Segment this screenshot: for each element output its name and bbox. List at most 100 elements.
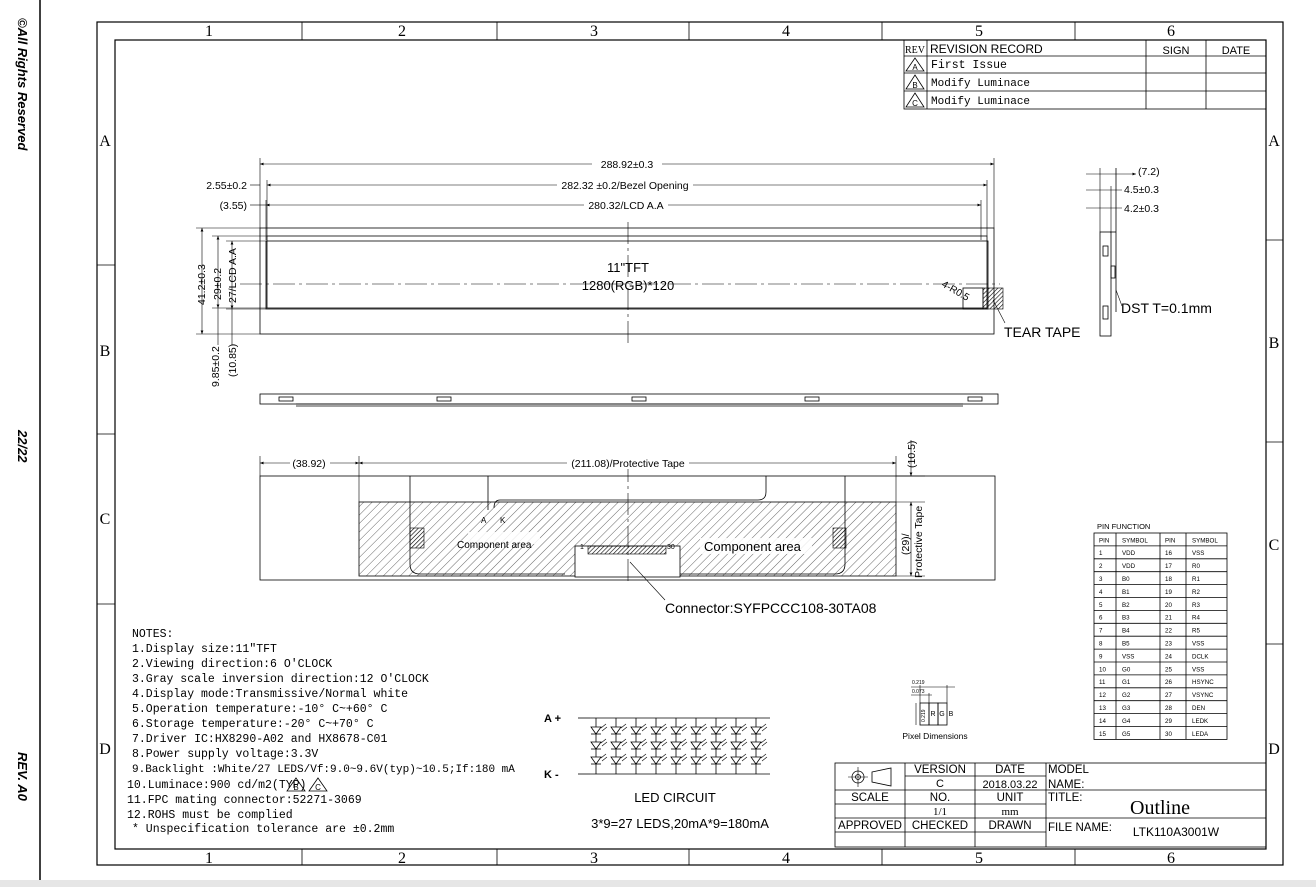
version-value: C — [936, 778, 944, 790]
total-width-dim: 288.92±0.3 — [601, 159, 654, 171]
pin-table-cell: 25 — [1165, 666, 1172, 673]
side-depth-dim: (7.2) — [1138, 166, 1160, 178]
date-header: DATE — [1222, 45, 1251, 57]
pin-table-cell: 27 — [1165, 692, 1172, 699]
pixel-height-label: 0.219 — [921, 709, 927, 722]
svg-text:B: B — [912, 81, 917, 90]
rev-mark-c: C — [905, 92, 925, 108]
led-diode-icon — [750, 753, 768, 765]
led-diode-icon — [750, 723, 768, 735]
pin-table-cell: 7 — [1099, 628, 1103, 635]
pin-table-cell: 16 — [1165, 550, 1172, 557]
led-diode-icon — [710, 723, 728, 735]
pin-table-cell: R2 — [1192, 589, 1200, 596]
projection-symbol-icon — [848, 767, 892, 787]
protective-tape-height-dim: (29)/ — [900, 533, 912, 555]
led-diode-icon — [650, 738, 668, 750]
subpixel-r: R — [930, 711, 935, 718]
corner-radius-label: 4-R0.5 — [940, 279, 972, 304]
note-10: 10.Luminace:900 cd/m2(TYP) — [127, 779, 306, 792]
scale-label: SCALE — [851, 792, 889, 804]
row-labels-right: A B C D — [1268, 133, 1280, 758]
pin-table-cell: VDD — [1122, 550, 1136, 557]
pin-table-cell: G4 — [1122, 718, 1131, 725]
subpixel-b: B — [949, 711, 954, 718]
subpixel-pitch-label: 0.073 — [912, 689, 925, 695]
aa-offset-dim: (3.55) — [220, 200, 247, 212]
pin-table-cell: B4 — [1122, 628, 1130, 635]
title-block: VERSION DATE MODEL NAME: C 2018.03.22 SC… — [834, 762, 1267, 848]
pin-table-cell: VSS — [1192, 666, 1204, 673]
led-diode-icon — [630, 738, 648, 750]
pin-table-cell: VSS — [1122, 653, 1134, 660]
rev-row-2-text: Modify Luminace — [931, 78, 1030, 90]
left-offset-dim: 2.55±0.2 — [206, 180, 247, 192]
component-area-left: Component area — [457, 540, 532, 551]
pin-table-cell: LEDK — [1192, 718, 1209, 725]
side-4-5-dim: 4.5±0.3 — [1124, 184, 1159, 196]
bezel-opening-dim: 282.32 ±0.2/Bezel Opening — [561, 180, 688, 192]
pin-table-cell: VSYNC — [1192, 692, 1214, 699]
led-diode-icon — [610, 723, 628, 735]
pin-table-cell: B0 — [1122, 576, 1130, 583]
pixel-pitch-label: 0.219 — [912, 680, 925, 686]
pin-table-cell: 24 — [1165, 653, 1172, 660]
led-diode-icon — [610, 738, 628, 750]
panel-size-label: 11"TFT — [607, 260, 649, 275]
svg-text:1: 1 — [205, 850, 213, 867]
pin-table-cell: 12 — [1099, 692, 1106, 699]
led-diode-icon — [690, 753, 708, 765]
pin-table-cell: 30 — [1165, 731, 1172, 738]
svg-text:C: C — [100, 511, 111, 528]
date-value: 2018.03.22 — [982, 779, 1037, 791]
svg-text:A: A — [1268, 133, 1280, 150]
pin-table-header: SYMBOL — [1122, 537, 1148, 544]
sign-header: SIGN — [1163, 45, 1190, 57]
active-area-width-dim: 280.32/LCD A.A — [588, 200, 663, 212]
connector-label: Connector:SYFPCCC108-30TA08 — [665, 600, 877, 616]
pin-table-cell: R0 — [1192, 563, 1200, 570]
model-label: MODEL — [1048, 764, 1090, 776]
file-name-value: LTK110A3001W — [1133, 825, 1220, 839]
svg-text:B: B — [100, 343, 111, 360]
inner-frame — [114, 39, 1267, 850]
pin-table-cell: 3 — [1099, 576, 1103, 583]
led-diode-icon — [750, 738, 768, 750]
pin-table-cell: R1 — [1192, 576, 1200, 583]
panel-resolution-label: 1280(RGB)*120 — [582, 278, 675, 293]
note-8: 8.Power supply voltage:3.3V — [132, 748, 318, 761]
rev-mark-a: A — [905, 57, 925, 72]
dst-thickness-label: DST T=0.1mm — [1121, 300, 1212, 316]
led-diode-icon — [690, 738, 708, 750]
component-area-right: Component area — [704, 539, 802, 554]
unit-value: mm — [1001, 806, 1019, 818]
led-diode-icon — [730, 723, 748, 735]
pin-table-cell: B3 — [1122, 615, 1130, 622]
side-4-2-dim: 4.2±0.3 — [1124, 203, 1159, 215]
bottom-offset-dim: 9.85±0.2 — [210, 346, 222, 387]
protective-tape-width-dim: (211.08)/Protective Tape — [571, 458, 685, 470]
checked-label: CHECKED — [912, 820, 968, 832]
svg-text:3: 3 — [590, 850, 598, 867]
led-diode-icon — [590, 753, 608, 765]
led-diode-icon — [650, 723, 668, 735]
led-diode-icon — [610, 753, 628, 765]
row-labels-left: A B C D — [99, 133, 111, 758]
edge-view — [259, 393, 999, 407]
pin-table-cell: 28 — [1165, 705, 1172, 712]
note-5: 5.Operation temperature:-10° C~+60° C — [132, 703, 387, 716]
pin-table-cell: LEDA — [1192, 731, 1209, 738]
led-diode-icon — [710, 738, 728, 750]
drawn-label: DRAWN — [988, 820, 1031, 832]
svg-text:B: B — [293, 783, 298, 792]
notes-title: NOTES: — [132, 628, 173, 641]
svg-text:C: C — [1269, 537, 1280, 554]
led-circuit-spec: 3*9=27 LEDS,20mA*9=180mA — [591, 816, 769, 831]
revision-record-header: REVISION RECORD — [930, 42, 1043, 56]
led-diode-icon — [670, 753, 688, 765]
revision-table: REV REVISION RECORD SIGN DATE A First Is… — [903, 39, 1267, 110]
pin-table-cell: R4 — [1192, 615, 1200, 622]
led-diode-icon — [710, 753, 728, 765]
pin-table-cell: 1 — [1099, 550, 1103, 557]
